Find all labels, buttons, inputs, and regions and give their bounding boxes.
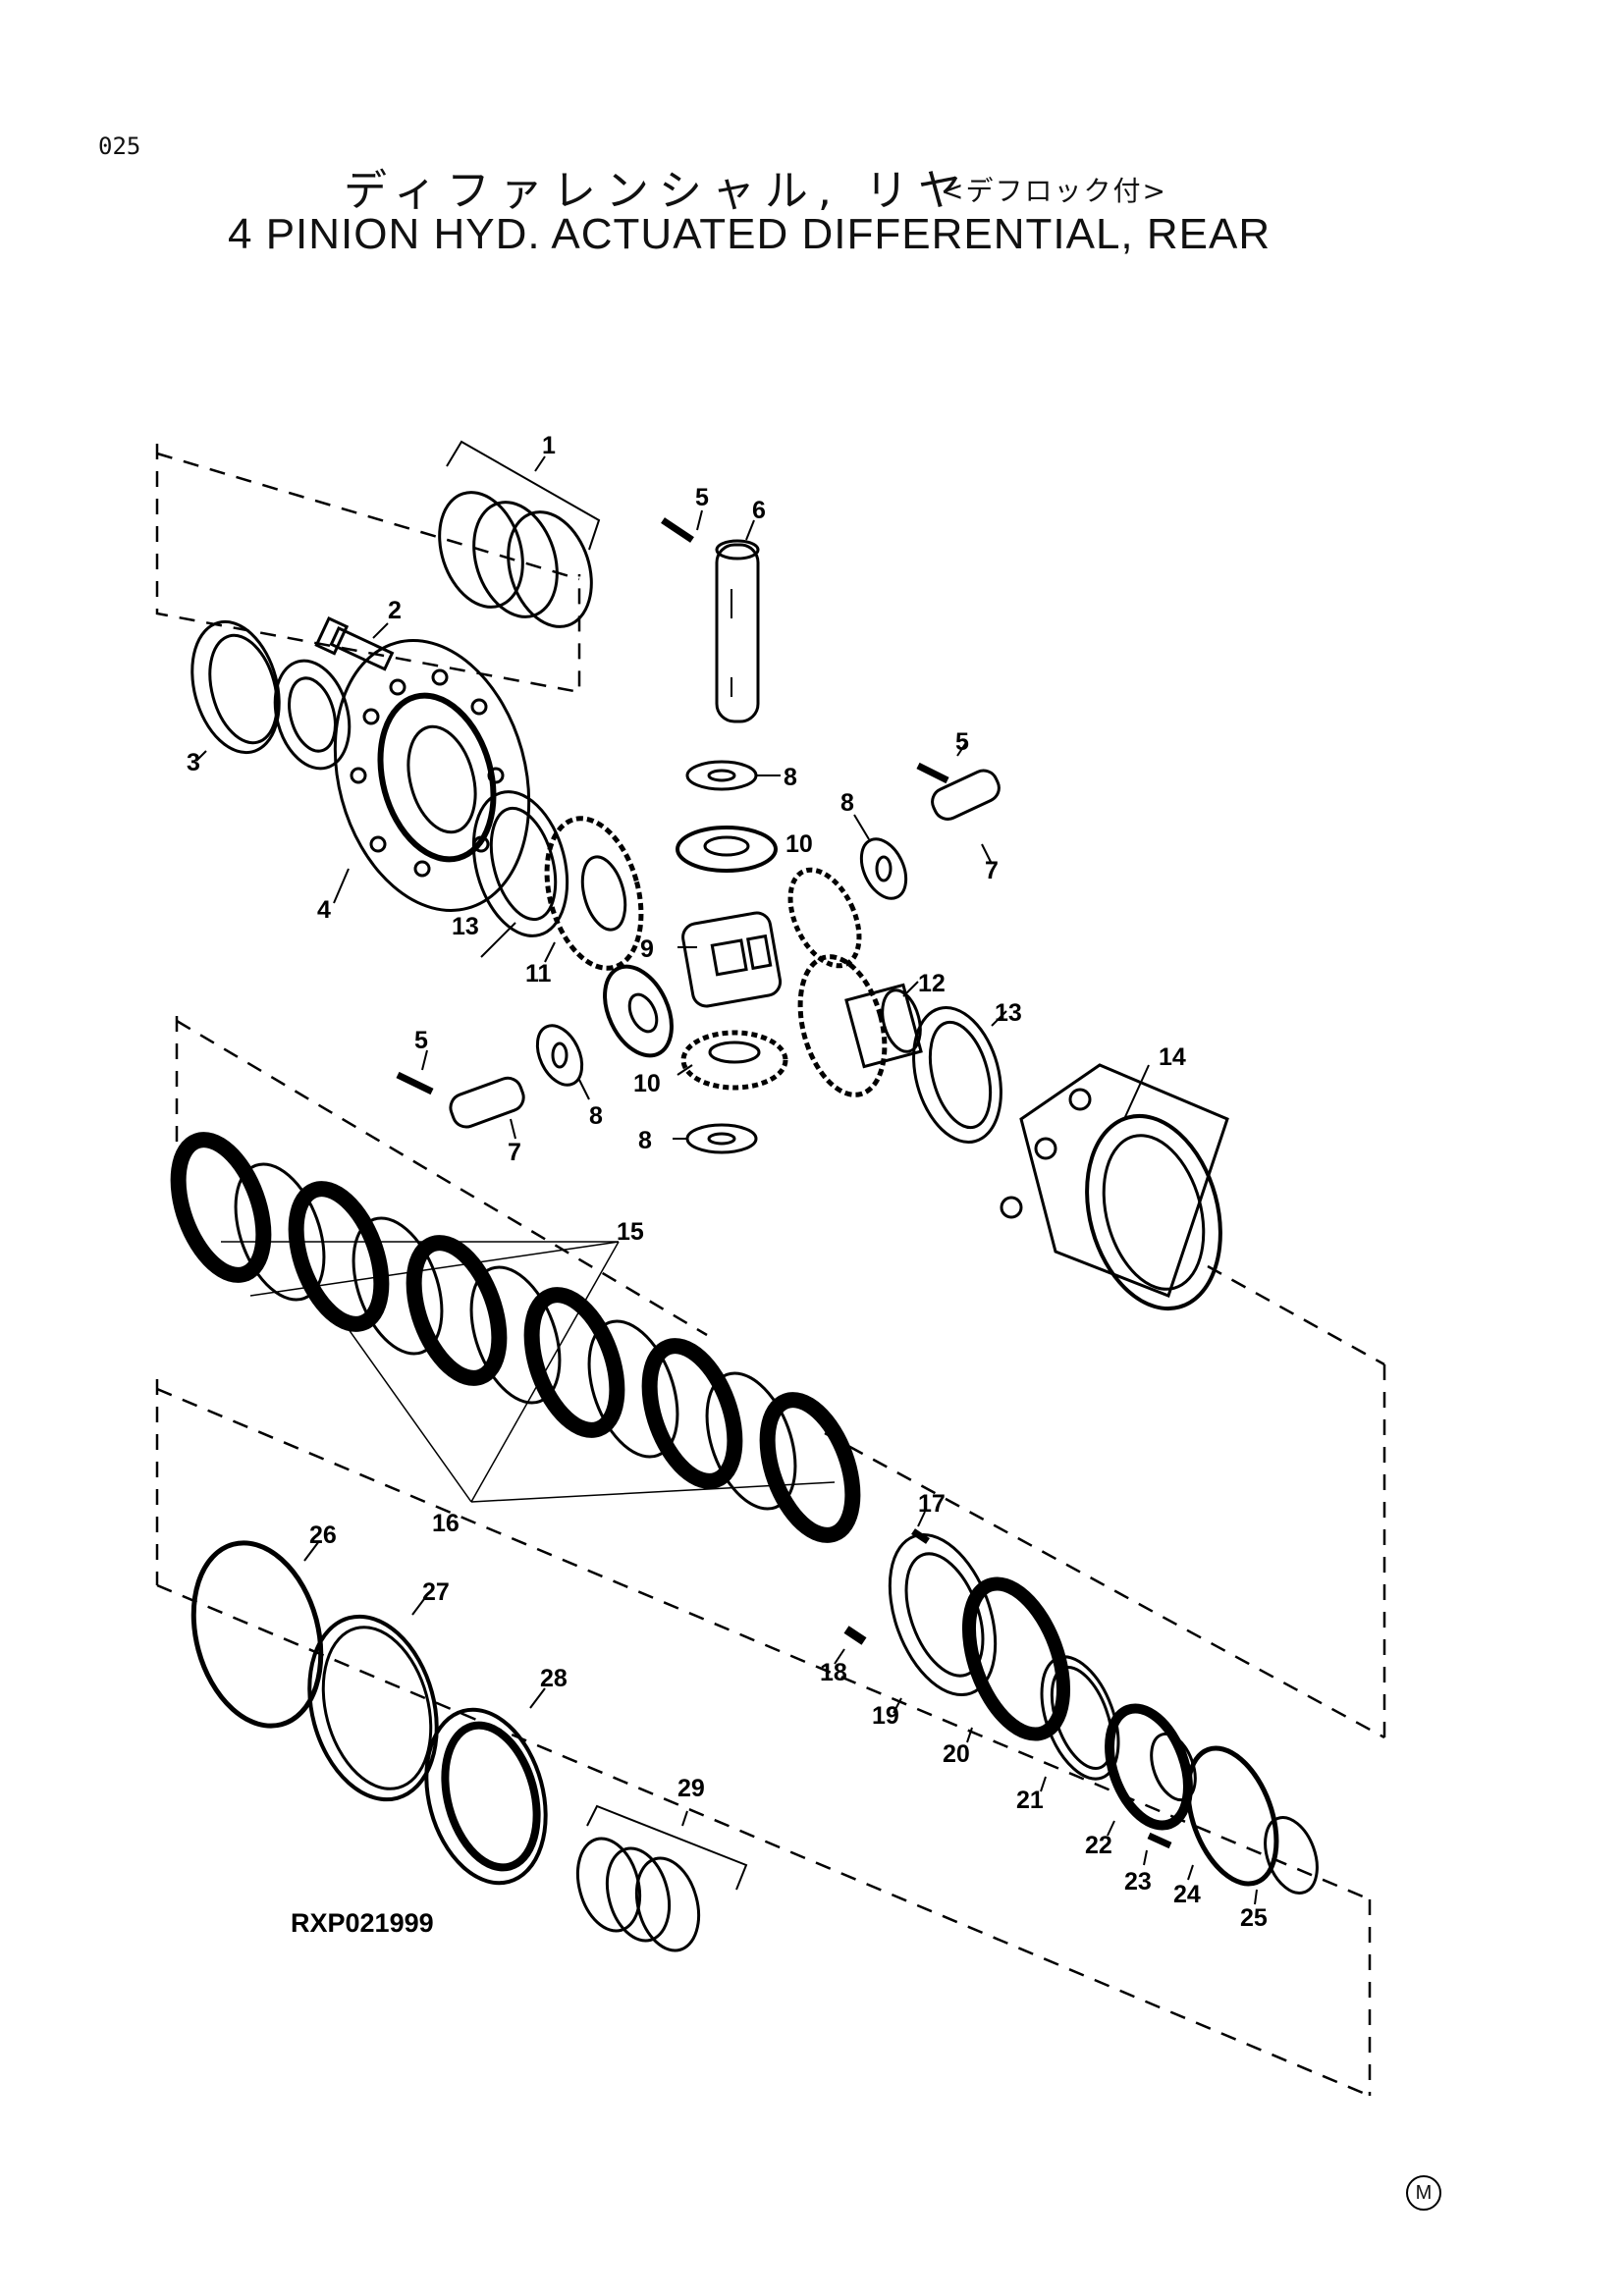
part-7-short-shaft-left — [449, 1076, 525, 1129]
part-24-ring — [1185, 1745, 1279, 1887]
part-10-pinion-gear-left — [603, 964, 674, 1058]
part-8-washer-left — [535, 1024, 584, 1087]
part-21-ring — [1040, 1655, 1120, 1781]
leader-lines — [195, 455, 1258, 1905]
part-18-pin — [843, 1626, 867, 1645]
part-5-pin-upper — [661, 517, 694, 543]
lower-dashed-frame — [155, 1379, 1372, 2098]
title-english: 4 PINION HYD. ACTUATED DIFFERENTIAL, REA… — [228, 210, 1272, 258]
callout-16: 16 — [432, 1510, 460, 1537]
part-10-pinion-gear-top — [676, 826, 778, 873]
callout-22: 22 — [1085, 1832, 1112, 1859]
callout-12: 12 — [918, 970, 946, 997]
callout-labels: 1 2 3 4 5 6 8 8 5 7 10 13 11 9 12 13 14 … — [187, 432, 1268, 1938]
part-8-washer-bottom — [685, 1123, 758, 1154]
part-8-washer-top — [685, 760, 758, 791]
callout-8c: 8 — [589, 1102, 603, 1130]
callout-7b: 7 — [508, 1139, 521, 1166]
callout-11: 11 — [525, 960, 552, 988]
callout-8a: 8 — [784, 764, 797, 791]
callout-8b: 8 — [840, 789, 854, 817]
part-2-bolt — [314, 616, 395, 671]
callout-26: 26 — [309, 1522, 337, 1549]
part-20-seal — [961, 1576, 1071, 1741]
callout-1: 1 — [542, 432, 556, 459]
part-23-pin — [1147, 1832, 1172, 1849]
callout-9: 9 — [640, 935, 654, 963]
part-1-ring-set — [438, 440, 601, 628]
part-29-ring-set — [575, 1804, 748, 1952]
callout-27: 27 — [422, 1578, 450, 1606]
callout-5a: 5 — [695, 484, 709, 511]
callout-10a: 10 — [785, 830, 813, 858]
callout-7a: 7 — [985, 857, 999, 884]
callout-21: 21 — [1016, 1787, 1044, 1814]
part-8-washer-right — [859, 837, 908, 900]
part-3-bearing-cup — [190, 619, 281, 755]
callout-20: 20 — [943, 1740, 970, 1768]
callout-6: 6 — [752, 497, 766, 524]
part-27-ring — [307, 1614, 439, 1802]
part-28-seal — [424, 1707, 548, 1886]
callout-5c: 5 — [414, 1027, 428, 1054]
callout-8d: 8 — [638, 1127, 652, 1154]
part-10-pinion-gear-bottom — [680, 1030, 788, 1091]
part-13-thrust-washer-left — [471, 790, 569, 937]
callout-15: 15 — [617, 1218, 644, 1246]
page-number: 025 — [98, 133, 141, 160]
callout-14: 14 — [1159, 1043, 1186, 1071]
callout-10b: 10 — [633, 1070, 661, 1097]
callout-23: 23 — [1124, 1868, 1152, 1896]
m-mark-icon: M — [1406, 2175, 1441, 2211]
part-14-housing — [1000, 1063, 1229, 1311]
callout-25: 25 — [1240, 1904, 1268, 1932]
part-7-short-shaft-right — [931, 769, 1001, 821]
bearing-cone — [273, 659, 352, 771]
callout-13b: 13 — [995, 999, 1022, 1027]
callout-24: 24 — [1173, 1881, 1201, 1908]
callout-5b: 5 — [955, 728, 969, 756]
part-5-pin-right — [916, 762, 949, 784]
callout-19: 19 — [872, 1702, 899, 1730]
part-11-side-gear — [544, 816, 644, 971]
part-22-bearing — [1105, 1703, 1197, 1831]
part-13-thrust-washer-right — [912, 1006, 1002, 1144]
part-25-ring — [1264, 1816, 1319, 1895]
part-4-flange-case — [333, 639, 531, 912]
part-6-shaft — [715, 539, 760, 723]
part-19-piston-plate — [888, 1532, 998, 1697]
part-10-pinion-gear-right — [787, 867, 862, 969]
figure-id: RXP021999 — [291, 1908, 434, 1938]
callout-28: 28 — [540, 1665, 568, 1692]
callout-13a: 13 — [452, 913, 479, 940]
clutch-disc-stack — [170, 1132, 861, 1543]
title-japanese-subtitle: <デフロック付> — [941, 175, 1167, 207]
callout-3: 3 — [187, 749, 200, 776]
part-9-spider — [681, 911, 783, 1008]
callout-4: 4 — [317, 896, 331, 924]
part-12-side-gear — [797, 954, 923, 1097]
title-japanese: ディファレンシャル, リヤ — [344, 166, 971, 216]
part-5-pin-left — [396, 1071, 434, 1095]
callout-17: 17 — [918, 1490, 946, 1518]
part-26-o-ring — [190, 1540, 324, 1729]
upper-dashed-frame — [155, 444, 581, 694]
callout-18: 18 — [820, 1659, 847, 1686]
callout-2: 2 — [388, 597, 402, 624]
middle-dashed-frame — [175, 1016, 1386, 1739]
callout-29: 29 — [677, 1775, 705, 1802]
